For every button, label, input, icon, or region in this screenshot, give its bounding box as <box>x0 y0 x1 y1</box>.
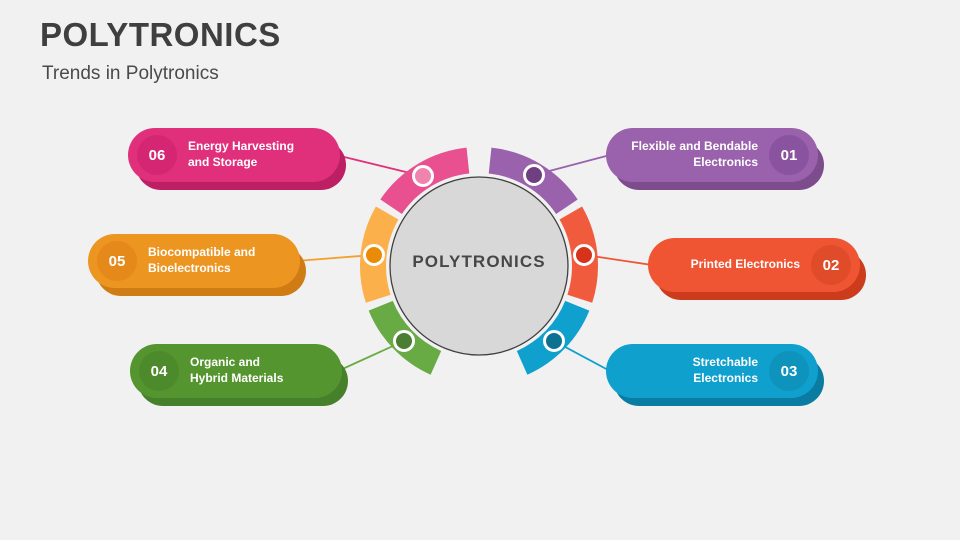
page-subtitle: Trends in Polytronics <box>42 62 219 84</box>
pill-number-badge-03: 03 <box>769 351 809 391</box>
pill-number-badge-04: 04 <box>139 351 179 391</box>
pill-number-badge-06: 06 <box>137 135 177 175</box>
connector-dot-03[interactable] <box>542 329 565 352</box>
connector-dot-04[interactable] <box>393 329 416 352</box>
page-title: POLYTRONICS <box>40 16 281 53</box>
connector-dot-05[interactable] <box>362 243 385 266</box>
pill-body-02[interactable]: Printed Electronics 02 <box>648 238 860 292</box>
pill-number-badge-05: 05 <box>97 241 137 281</box>
hub-circle <box>389 176 569 356</box>
pill-number-badge-02: 02 <box>811 245 851 285</box>
connector-dot-02[interactable] <box>573 243 596 266</box>
pill-label-02: Printed Electronics <box>690 257 800 272</box>
slide-header: POLYTRONICS Trends in Polytronics <box>40 16 281 85</box>
pill-number-badge-01: 01 <box>769 135 809 175</box>
connector-dot-01[interactable] <box>522 164 545 187</box>
label-pill-02[interactable]: Printed Electronics 02 <box>648 238 866 300</box>
connector-dot-06[interactable] <box>411 165 434 188</box>
